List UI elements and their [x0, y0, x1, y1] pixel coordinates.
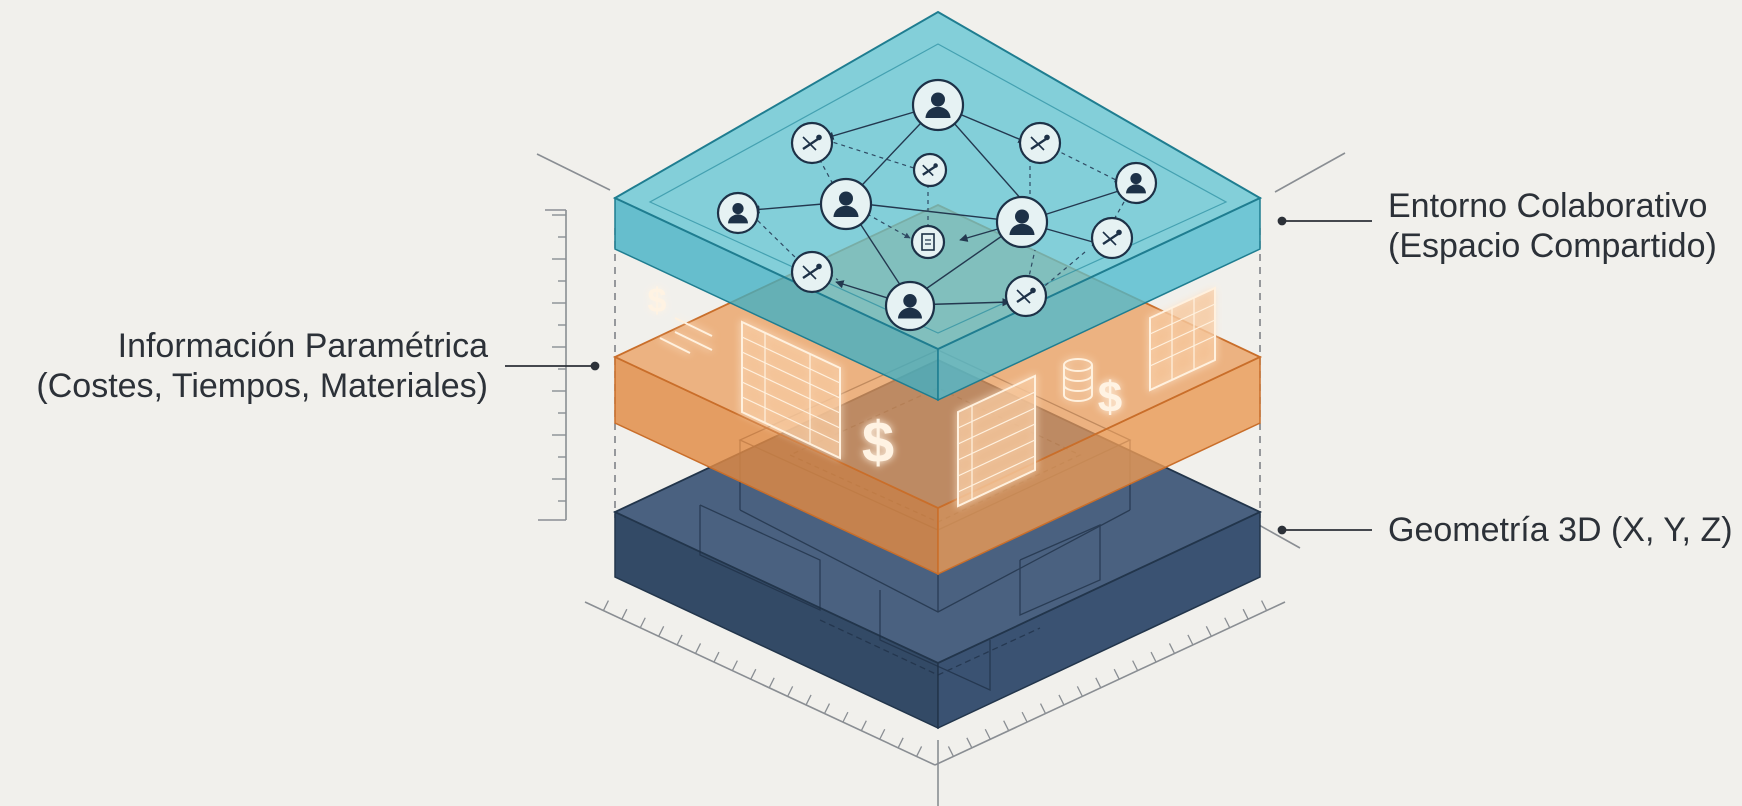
ruler-tick	[1039, 703, 1047, 714]
parameter-lines-icon	[659, 317, 713, 354]
ruler-tick	[897, 737, 904, 749]
label-parametric-information: Información Paramétrica (Costes, Tiempos…	[36, 326, 488, 406]
user-node-icon	[1114, 161, 1158, 205]
tool-node-icon	[790, 250, 834, 294]
user-node-icon	[995, 195, 1049, 249]
ruler-tick	[1242, 608, 1249, 620]
tool-node-icon	[912, 152, 948, 188]
document-node-icon	[910, 224, 946, 260]
ruler-tick	[787, 686, 794, 697]
ruler-tick	[823, 703, 831, 714]
ruler-tick	[768, 677, 775, 689]
tool-node-icon	[1004, 274, 1048, 318]
ruler-tick	[1095, 677, 1102, 689]
currency-symbol-left: $	[648, 282, 667, 320]
ruler-tick	[694, 643, 702, 654]
ruler-tick	[1224, 617, 1231, 629]
ruler-tick	[860, 720, 867, 731]
tool-node-icon	[790, 121, 834, 165]
ruler-tick	[879, 728, 886, 740]
cost-table-left	[741, 320, 841, 460]
ruler-tick	[713, 651, 720, 663]
ruler-tick	[1150, 651, 1157, 663]
ruler-tick	[658, 626, 665, 637]
label-parametric-subtitle: (Costes, Tiempos, Materiales)	[36, 367, 488, 405]
label-parametric-title: Información Paramétrica	[117, 327, 488, 365]
ruler-tick	[947, 746, 955, 757]
currency-symbol-large: $	[862, 410, 894, 475]
currency-symbol-right: $	[1098, 373, 1122, 422]
tool-node-icon	[1018, 121, 1062, 165]
ruler-tick	[966, 737, 973, 749]
ruler-tick	[621, 608, 628, 620]
ruler-tick	[915, 746, 923, 757]
ruler-tick	[1168, 643, 1176, 654]
ruler-tick	[1058, 694, 1065, 706]
ruler-tick	[1260, 600, 1268, 611]
ruler-ticks-bottom	[602, 600, 1268, 757]
label-geometry-title: Geometría 3D (X, Y, Z)	[1388, 511, 1733, 549]
user-node-icon	[884, 280, 936, 332]
axis-lines	[536, 152, 1346, 806]
ruler-tick	[842, 711, 849, 723]
network-nodes	[716, 78, 1158, 332]
ruler-tick	[1113, 668, 1120, 680]
label-collaborative-subtitle: (Espacio Compartido)	[1388, 227, 1717, 265]
ruler-tick	[805, 694, 812, 706]
ruler-tick	[1076, 686, 1083, 697]
tool-node-icon	[1090, 216, 1134, 260]
user-node-icon	[819, 177, 873, 231]
ruler-tick	[731, 660, 738, 671]
ruler-tick	[602, 600, 610, 611]
label-collaborative-title: Entorno Colaborativo	[1388, 187, 1708, 225]
user-node-icon	[716, 191, 760, 235]
coin-stack-icon	[1063, 358, 1093, 402]
ruler-ticks-left	[552, 214, 566, 502]
ruler-tick	[676, 634, 683, 646]
leader-lines	[505, 216, 1372, 535]
ruler-tick	[1205, 626, 1212, 637]
label-collaborative-environment: Entorno Colaborativo (Espacio Compartido…	[1388, 186, 1717, 266]
collaborative-layer-inner-edge	[648, 43, 1228, 334]
cost-table-center	[957, 374, 1036, 508]
ruler-tick	[1132, 660, 1139, 671]
collaborative-layer	[612, 10, 1263, 402]
ruler-tick	[984, 728, 991, 740]
ruler-tick	[1003, 720, 1010, 731]
user-node-icon	[911, 78, 965, 132]
ruler-tick	[639, 617, 646, 629]
ruler-tick	[750, 668, 757, 680]
ruler-tick	[1187, 634, 1194, 646]
ruler-tick	[1021, 711, 1028, 723]
label-geometry: Geometría 3D (X, Y, Z)	[1388, 510, 1733, 550]
cost-table-right	[1149, 286, 1216, 392]
